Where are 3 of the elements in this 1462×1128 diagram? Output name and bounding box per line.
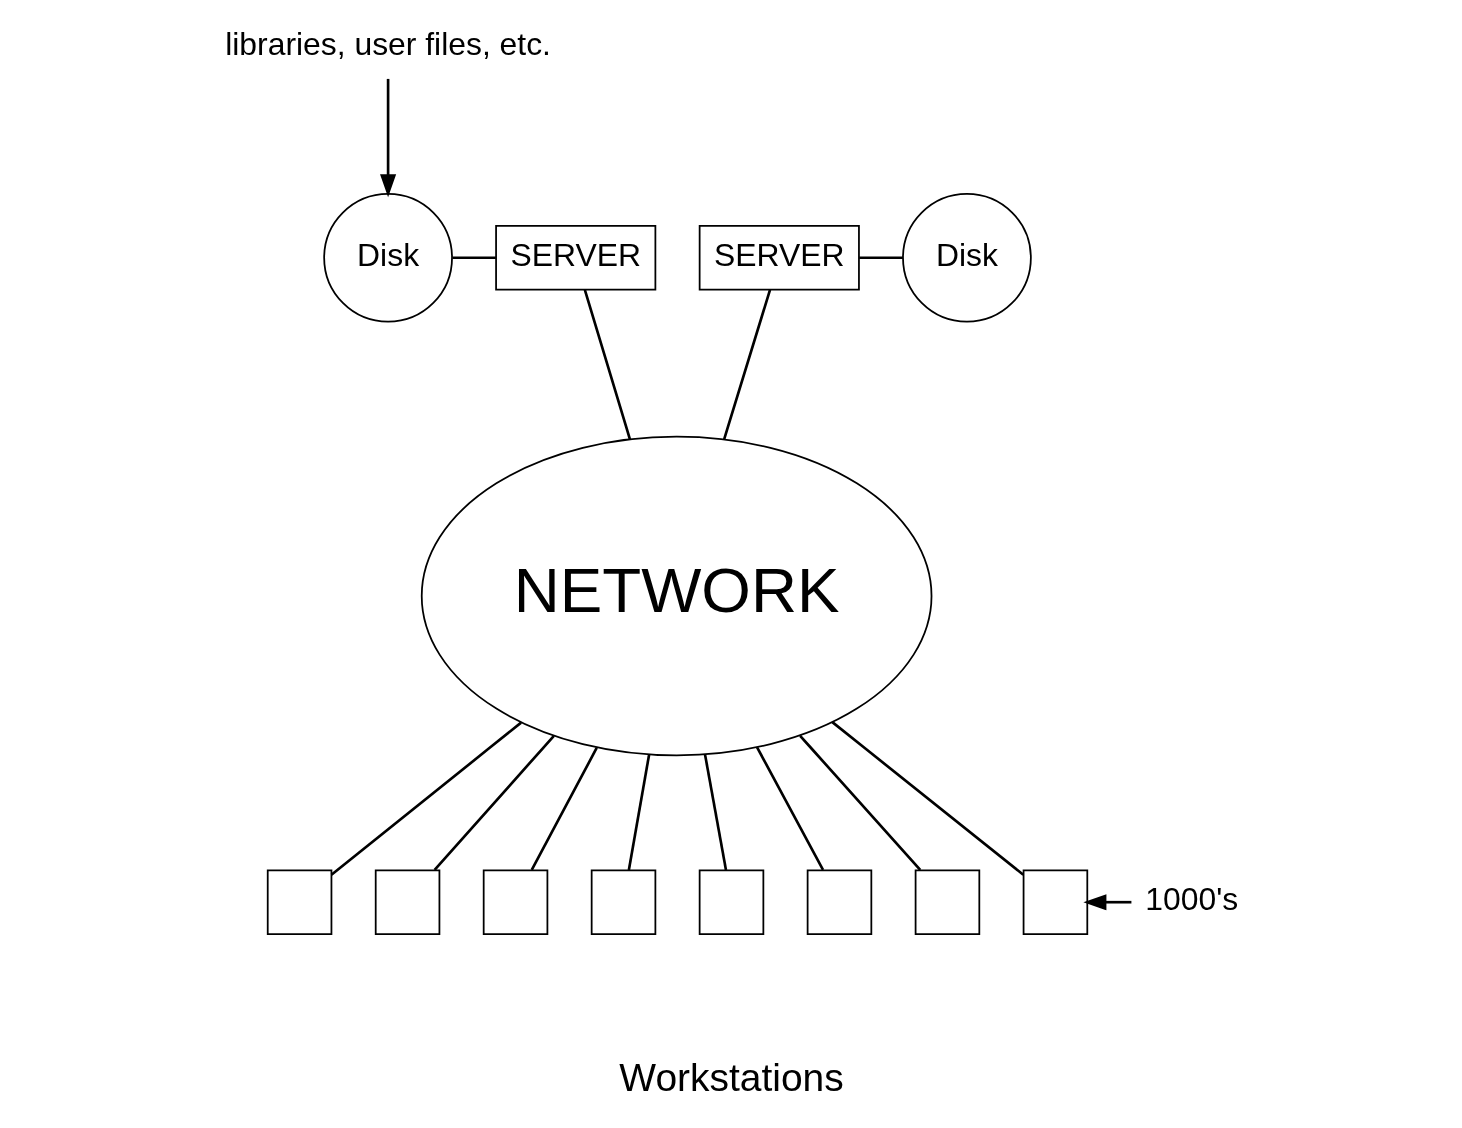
label: Workstations	[618, 1055, 844, 1099]
node-text: 1000's	[1144, 880, 1238, 917]
node-text: libraries, user files, etc.	[224, 25, 551, 62]
